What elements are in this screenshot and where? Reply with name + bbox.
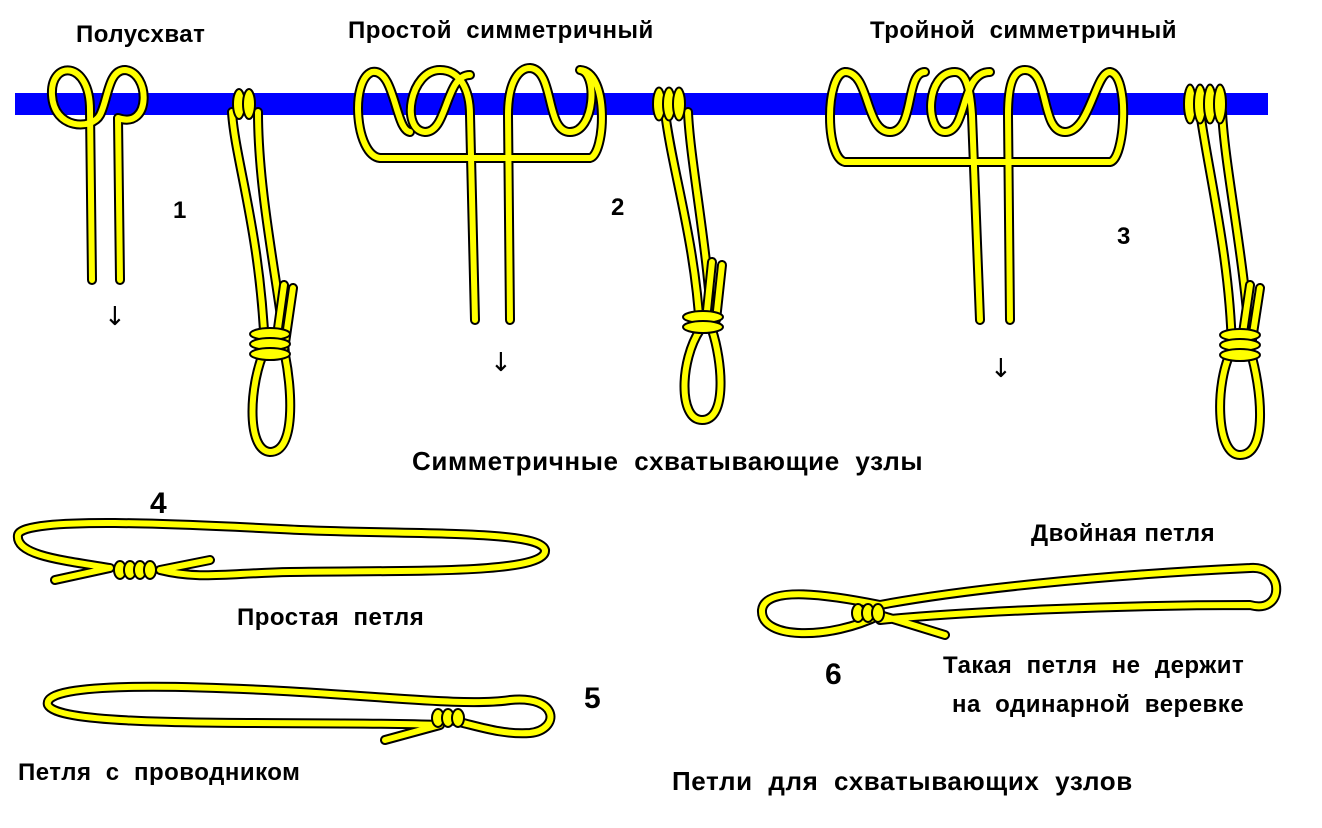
knot-2-simple-symmetric bbox=[353, 63, 607, 325]
rope-fill bbox=[759, 564, 1280, 638]
arrow-down-icon: ↓ bbox=[490, 348, 512, 378]
rope-fill bbox=[48, 67, 147, 283]
rope-half-hitch bbox=[46, 65, 149, 285]
knot-3-result bbox=[1183, 83, 1265, 460]
coil-wrap bbox=[672, 86, 686, 122]
coil-3 bbox=[1219, 328, 1261, 362]
rope-simple-symmetric bbox=[353, 63, 607, 325]
rope-fill bbox=[44, 683, 554, 743]
figure-number-4: 4 bbox=[150, 487, 167, 520]
note-line-2: на одинарной веревке bbox=[952, 691, 1245, 718]
loop-4-simple bbox=[13, 518, 550, 585]
loop-5-guide bbox=[42, 681, 556, 745]
coil-wrap bbox=[242, 88, 256, 120]
rope-fill bbox=[229, 109, 294, 455]
rope-3-result bbox=[1195, 107, 1265, 460]
coil-4 bbox=[113, 560, 157, 580]
figure-number-2: 2 bbox=[611, 194, 625, 221]
title-half-hitch: Полусхват bbox=[76, 21, 206, 48]
rope-loop-5 bbox=[42, 681, 556, 745]
coil-5 bbox=[431, 708, 465, 728]
title-simple-symmetric: Простой симметричный bbox=[348, 17, 654, 44]
rope-1-result-left bbox=[227, 107, 296, 457]
label-guide-loop: Петля с проводником bbox=[18, 759, 301, 786]
rope-fill bbox=[14, 520, 548, 583]
note-line-1: Такая петля не держит bbox=[943, 652, 1245, 679]
rope-fill bbox=[662, 109, 724, 423]
coil-wrap bbox=[871, 603, 885, 623]
knot-3-triple-symmetric bbox=[825, 65, 1129, 325]
coil-wrap bbox=[143, 560, 157, 580]
figure-number-6: 6 bbox=[825, 658, 842, 691]
rope-fill bbox=[827, 67, 1127, 323]
rope-loop-4 bbox=[13, 518, 550, 585]
rod-wrap-3 bbox=[1183, 83, 1227, 125]
rod bbox=[15, 93, 1268, 115]
figure-number-1: 1 bbox=[173, 197, 187, 224]
knot-1-half-hitch bbox=[46, 65, 149, 285]
coil-wrap bbox=[682, 320, 724, 334]
rope-loop-6 bbox=[757, 562, 1282, 640]
rod-wrap-2 bbox=[652, 86, 686, 122]
label-double-loop: Двойная петля bbox=[1031, 520, 1216, 547]
rope-fill bbox=[355, 65, 605, 323]
rope-fill bbox=[1197, 109, 1263, 458]
coil-wrap bbox=[1213, 83, 1227, 125]
label-simple-loop: Простая петля bbox=[237, 604, 425, 631]
figure-number-3: 3 bbox=[1117, 223, 1131, 250]
rope-2-result bbox=[660, 107, 726, 425]
knot-2-result bbox=[652, 86, 727, 425]
rope-triple-symmetric bbox=[825, 65, 1129, 325]
arrow-down-icon: ↓ bbox=[104, 302, 126, 332]
knot-1-result bbox=[227, 88, 298, 457]
title-triple-symmetric: Тройной симметричный bbox=[870, 17, 1178, 44]
coil-wrap bbox=[249, 347, 291, 361]
coil-2 bbox=[682, 310, 724, 334]
arrow-down-icon: ↓ bbox=[990, 354, 1012, 384]
caption-symmetric-knots: Симметричные схватывающие узлы bbox=[412, 446, 924, 476]
caption-loops: Петли для схватывающих узлов bbox=[672, 766, 1133, 796]
coil-1 bbox=[249, 327, 291, 361]
figure-number-5: 5 bbox=[584, 682, 601, 715]
coil-wrap bbox=[1219, 348, 1261, 362]
rod-wrap-1 bbox=[232, 88, 256, 120]
coil-6 bbox=[851, 603, 885, 623]
rope-outline bbox=[757, 562, 1282, 640]
loop-6-double bbox=[757, 562, 1282, 640]
coil-wrap bbox=[451, 708, 465, 728]
